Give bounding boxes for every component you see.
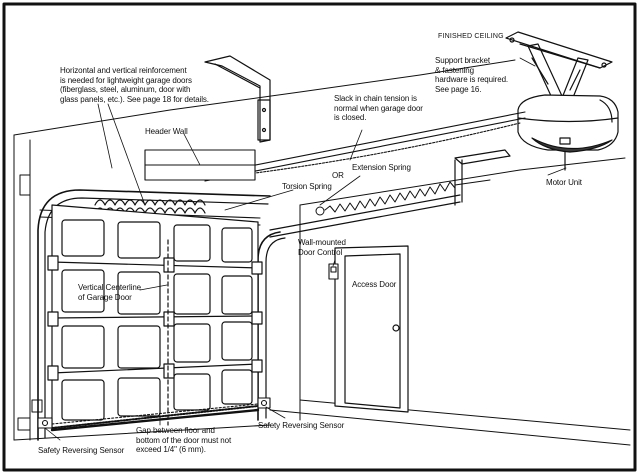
label-support-bracket: Support bracket & fastening hardware is … [435,56,509,94]
reinforcement-bracket [204,55,271,143]
label-slack-chain: Slack in chain tension is normal when ga… [334,94,423,122]
label-gap-note: Gap between floor and bottom of the door… [136,426,232,454]
access-door [334,245,409,413]
label-reinforcement: Horizontal and vertical reinforcement is… [60,66,209,104]
leader-lines [44,57,567,441]
label-wall-control: Wall-mounted Door Control [298,238,346,257]
label-safety-sensor-right: Safety Reversing Sensor [258,421,345,430]
extension-spring [315,179,491,216]
label-safety-sensor-left: Safety Reversing Sensor [38,446,125,455]
horizontal-track [269,149,511,238]
label-vertical-centerline: Vertical Centerline of Garage Door [78,283,142,302]
motor-unit [517,94,619,171]
room-structure [13,59,631,446]
label-extension-spring: Extension Spring [352,163,411,172]
door-knob [392,324,400,332]
label-access-door: Access Door [352,280,397,289]
label-torsion-spring: Torsion Spring [282,182,332,191]
label-motor-unit: Motor Unit [546,178,582,187]
label-or: OR [332,171,344,180]
motor-support-bracket [505,31,613,101]
garage-door [37,189,286,441]
wall-control [328,263,339,280]
left-jamb [17,174,43,431]
label-header-wall: Header Wall [145,127,188,136]
label-finished-ceiling: FINISHED CEILING [438,33,504,40]
safety-sensors [37,397,271,429]
